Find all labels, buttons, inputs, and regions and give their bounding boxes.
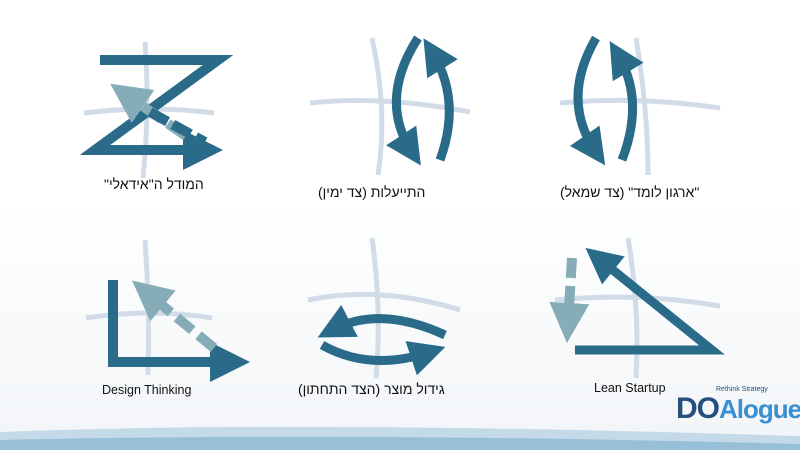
arrow-down (386, 35, 422, 166)
axis-vertical (633, 37, 651, 176)
axis-horizontal (559, 97, 721, 111)
caption-ideal-model: המודל ה"אידאלי" (104, 176, 204, 192)
diagram-learning-org (559, 35, 721, 176)
doalogue-logo: Rethink Strategy DOAlogue (676, 384, 800, 440)
triangle-arrow (575, 247, 725, 355)
diagram-lean-startup (549, 237, 725, 379)
arrow-right (319, 341, 446, 376)
caption-learning-org: "ארגון לומד" (צד שמאל) (560, 184, 700, 200)
logo-alogue: Alogue (719, 394, 800, 424)
diagonal-dashed-arrow-dark (147, 107, 208, 147)
arrow-down (569, 35, 606, 166)
diagram-efficiency (309, 35, 471, 176)
caption-product-growth: גידול מוצר (הצד התחתון) (298, 381, 445, 397)
axis-horizontal (307, 291, 461, 313)
logo-tagline: Rethink Strategy (716, 386, 768, 393)
diagram-ideal-model (79, 41, 234, 179)
logo-do: DO (676, 392, 720, 425)
axis-vertical (142, 239, 152, 376)
diagonal-dashed-arrow (132, 280, 218, 352)
diagram-product-growth (307, 237, 461, 379)
l-shaped-arrow (108, 280, 250, 382)
caption-efficiency: התייעלות (צד ימין) (318, 184, 426, 200)
arrow-up (423, 38, 458, 162)
caption-lean-startup: Lean Startup (594, 381, 666, 395)
arrow-left (317, 304, 447, 340)
axis-vertical (625, 237, 640, 379)
logo-wordmark: DOAlogue (676, 392, 800, 426)
caption-design-thinking: Design Thinking (102, 383, 192, 397)
axis-vertical (369, 37, 385, 176)
bottom-decorative-band (0, 426, 800, 450)
z-arrow (79, 55, 234, 170)
vertical-dashed-arrow (549, 257, 590, 343)
diagram-design-thinking (85, 239, 250, 382)
arrow-up (609, 41, 644, 162)
